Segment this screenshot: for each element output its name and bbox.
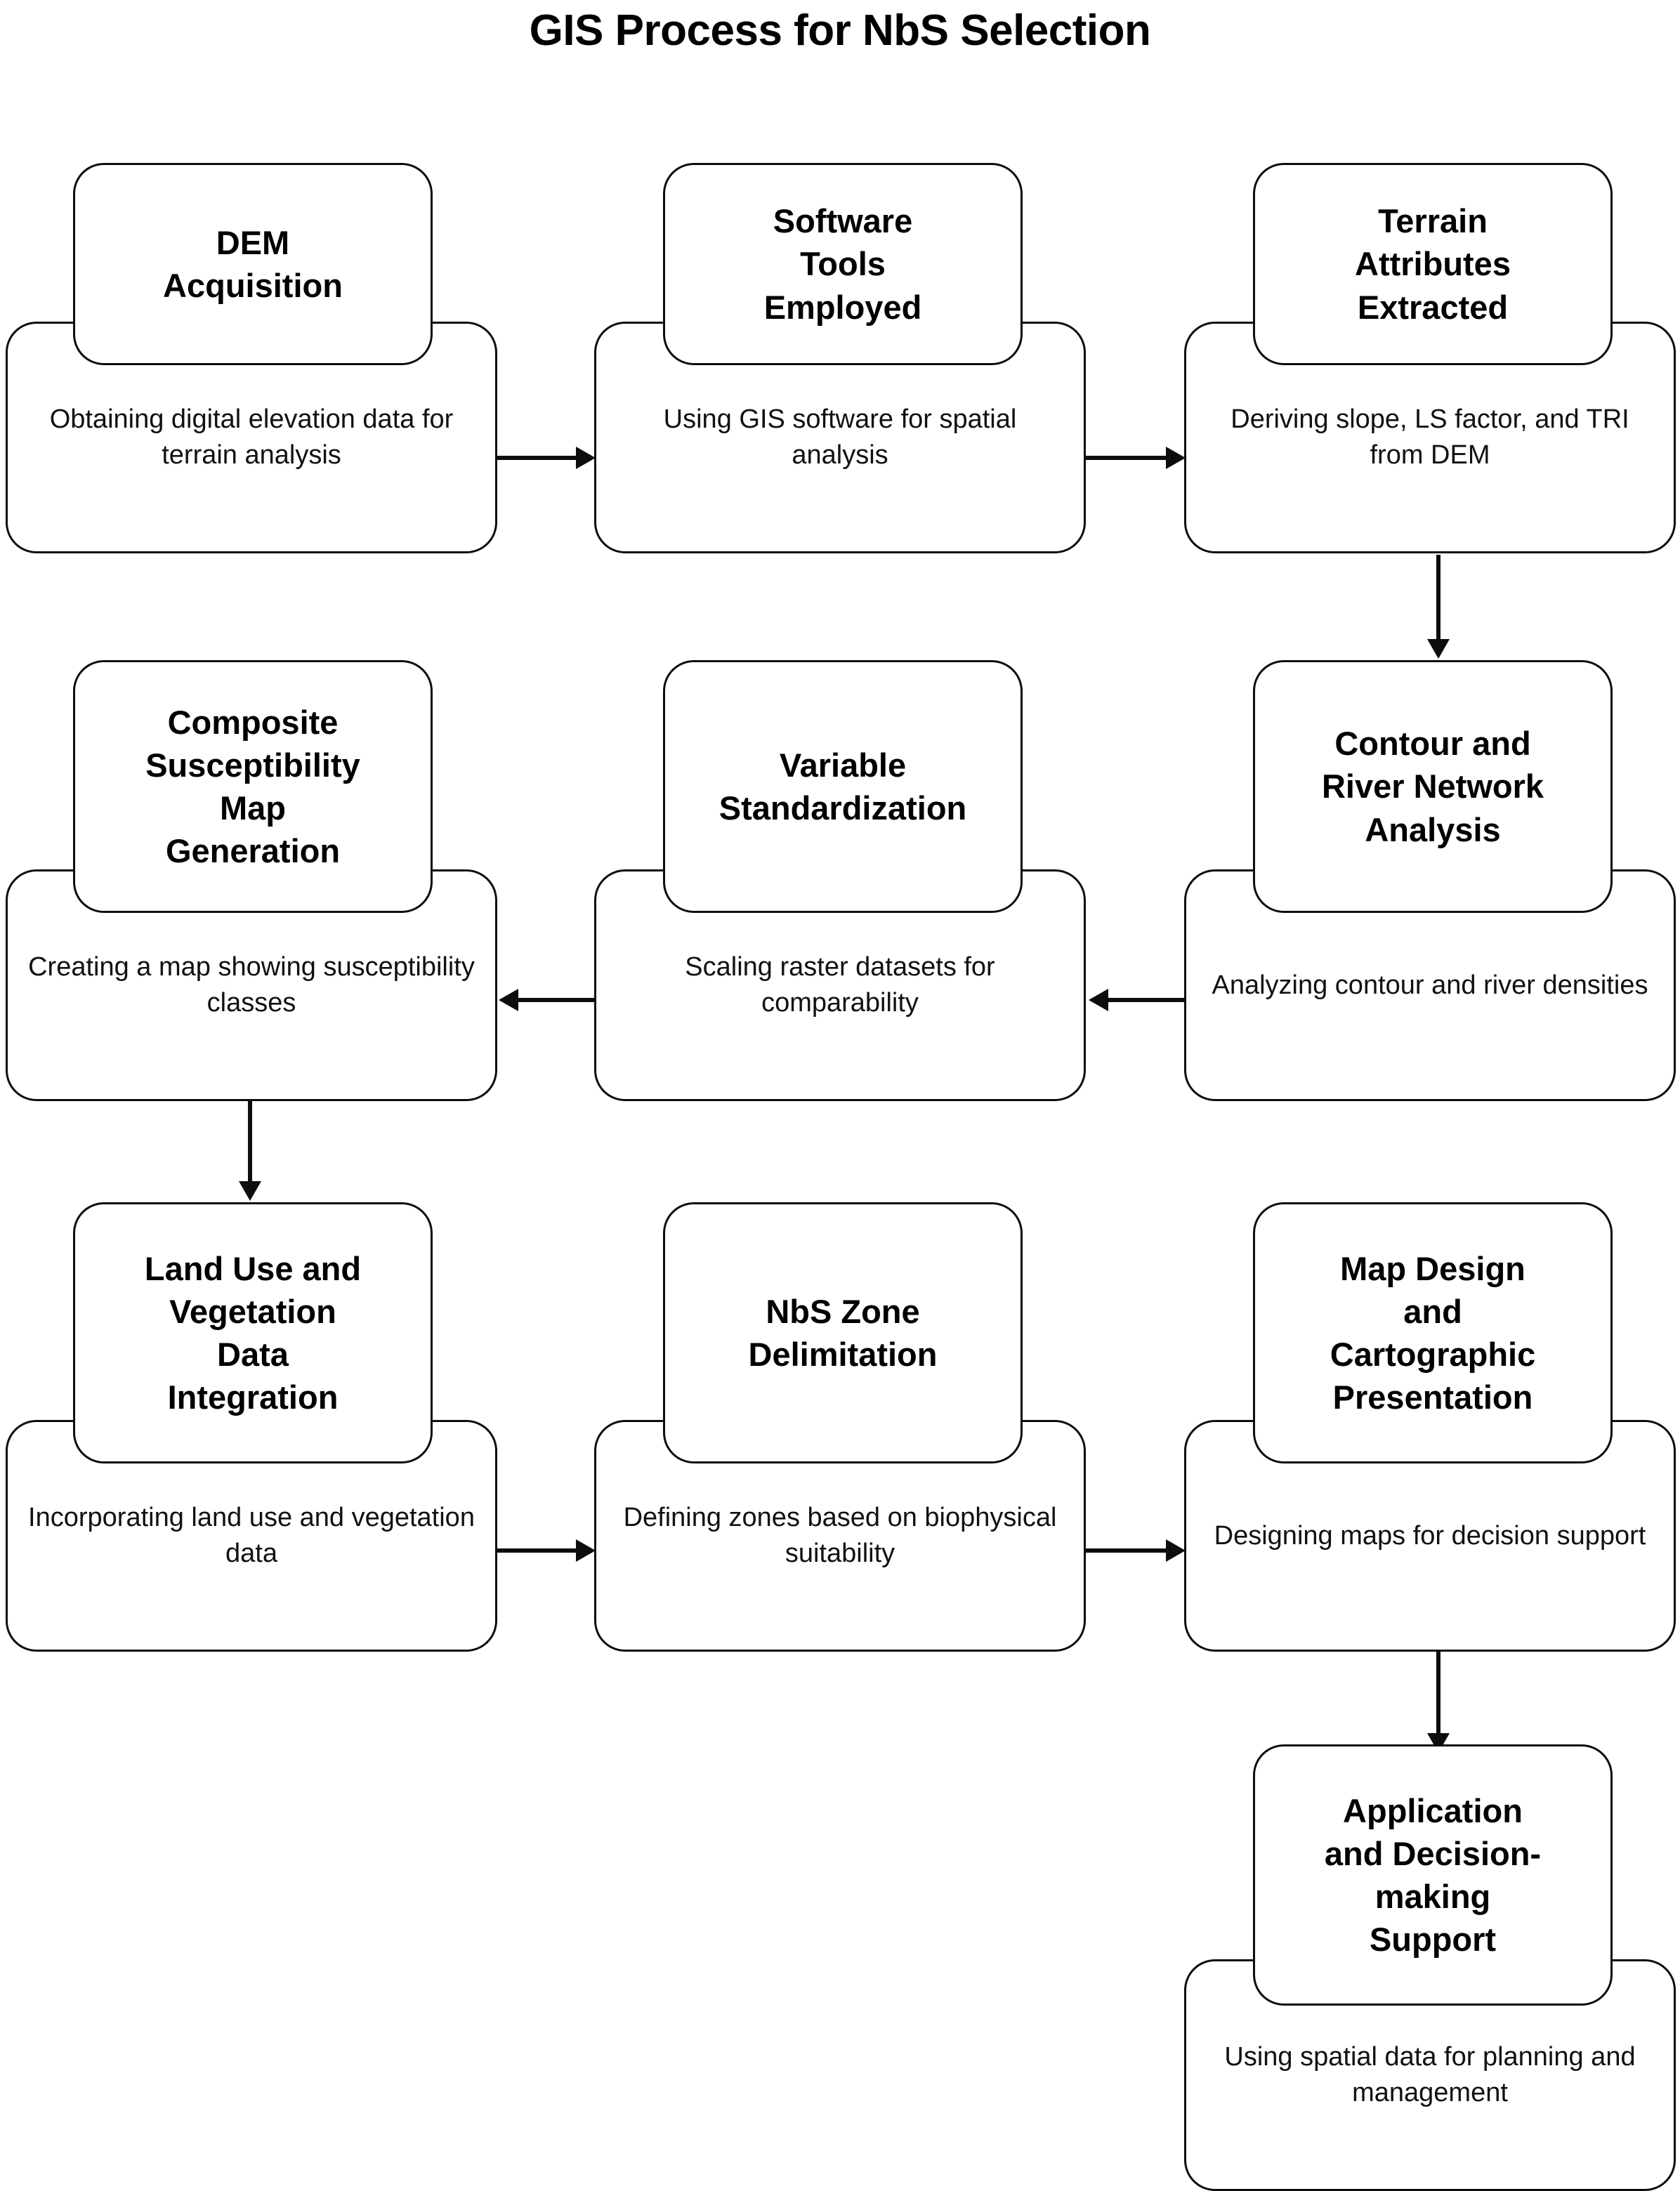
node-title-card[interactable]: Composite Susceptibility Map Generation — [73, 660, 433, 913]
node-title: NbS Zone Delimitation — [748, 1292, 938, 1373]
node-description: Using GIS software for spatial analysis — [663, 404, 1017, 470]
node-title: Variable Standardization — [718, 746, 967, 827]
node-title: DEM Acquisition — [163, 223, 343, 304]
edge-contour-to-variable — [1089, 985, 1194, 1015]
node-title: Software Tools Employed — [763, 202, 922, 326]
edge-variable-to-composite — [499, 985, 604, 1015]
node-title-card[interactable]: NbS Zone Delimitation — [663, 1202, 1023, 1463]
node-title: Land Use and Vegetation Data Integration — [144, 1249, 362, 1416]
node-title-card[interactable]: Land Use and Vegetation Data Integration — [73, 1202, 433, 1463]
node-title-card[interactable]: DEM Acquisition — [73, 163, 433, 365]
node-description: Deriving slope, LS factor, and TRI from … — [1231, 404, 1629, 470]
node-description: Incorporating land use and vegetation da… — [28, 1503, 475, 1568]
node-description: Defining zones based on biophysical suit… — [623, 1503, 1057, 1568]
node-title-card[interactable]: Terrain Attributes Extracted — [1253, 163, 1613, 365]
node-title-card[interactable]: Variable Standardization — [663, 660, 1023, 913]
edge-composite-to-landuse — [235, 1097, 265, 1202]
node-title: Terrain Attributes Extracted — [1355, 202, 1511, 326]
edge-terrain-to-contour — [1423, 555, 1454, 660]
node-title: Map Design and Cartographic Presentation — [1330, 1249, 1536, 1416]
node-title: Application and Decision- making Support — [1324, 1791, 1542, 1959]
node-title-card[interactable]: Map Design and Cartographic Presentation — [1253, 1202, 1613, 1463]
node-description: Using spatial data for planning and mana… — [1224, 2042, 1636, 2107]
node-title-card[interactable]: Contour and River Network Analysis — [1253, 660, 1613, 913]
node-title-card[interactable]: Application and Decision- making Support — [1253, 1744, 1613, 2006]
node-description: Obtaining digital elevation data for ter… — [49, 404, 454, 470]
node-description: Analyzing contour and river densities — [1212, 970, 1648, 1000]
node-description: Creating a map showing susceptibility cl… — [28, 952, 475, 1018]
node-title-card[interactable]: Software Tools Employed — [663, 163, 1023, 365]
edge-mapdesign-to-application — [1423, 1649, 1454, 1754]
node-description: Scaling raster datasets for comparabilit… — [685, 952, 995, 1018]
page-title: GIS Process for NbS Selection — [529, 6, 1151, 55]
edge-nbszone-to-mapdesign — [1082, 1535, 1187, 1566]
edge-dem-to-software — [492, 442, 597, 473]
node-title: Composite Susceptibility Map Generation — [145, 703, 360, 870]
edge-software-to-terrain — [1082, 442, 1187, 473]
node-title: Contour and River Network Analysis — [1321, 725, 1544, 848]
edge-landuse-to-nbszone — [492, 1535, 597, 1566]
node-description: Designing maps for decision support — [1214, 1520, 1646, 1551]
